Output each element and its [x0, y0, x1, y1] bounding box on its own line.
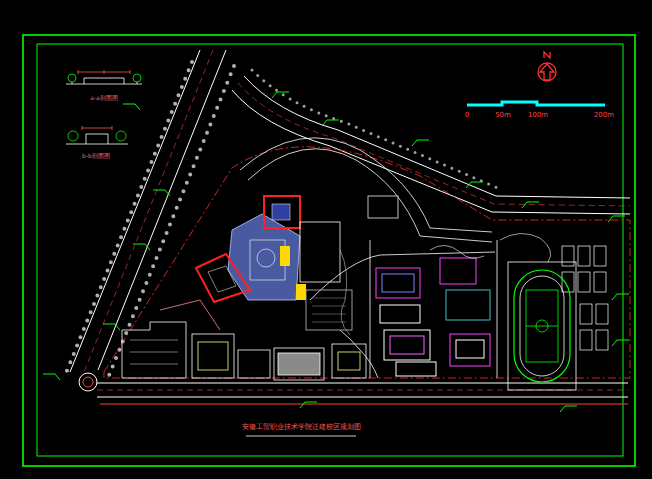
- section-label: b-b剖面图: [81, 153, 111, 160]
- building: [196, 196, 352, 330]
- building: [340, 196, 551, 376]
- running-track: [508, 262, 576, 390]
- scale-label: 100m: [527, 112, 549, 120]
- site-boundary: [104, 147, 630, 378]
- north-arrow: [538, 52, 556, 81]
- title-underline: [246, 436, 356, 437]
- section-label: a-a剖面图: [89, 95, 119, 102]
- section-drawing: [66, 70, 142, 84]
- section-drawing: [66, 126, 128, 144]
- plan-title: 安徽工贸职业技术学院迁建校区规划图: [241, 424, 362, 432]
- scale-label: 200m: [593, 112, 615, 120]
- road: [97, 383, 628, 404]
- scale-bar: [467, 102, 605, 105]
- callout-tag: [43, 92, 629, 412]
- building: [122, 300, 366, 380]
- scale-label: 0: [464, 112, 470, 120]
- scale-label: 50m: [494, 112, 512, 120]
- road: [232, 70, 630, 214]
- road: [64, 50, 234, 391]
